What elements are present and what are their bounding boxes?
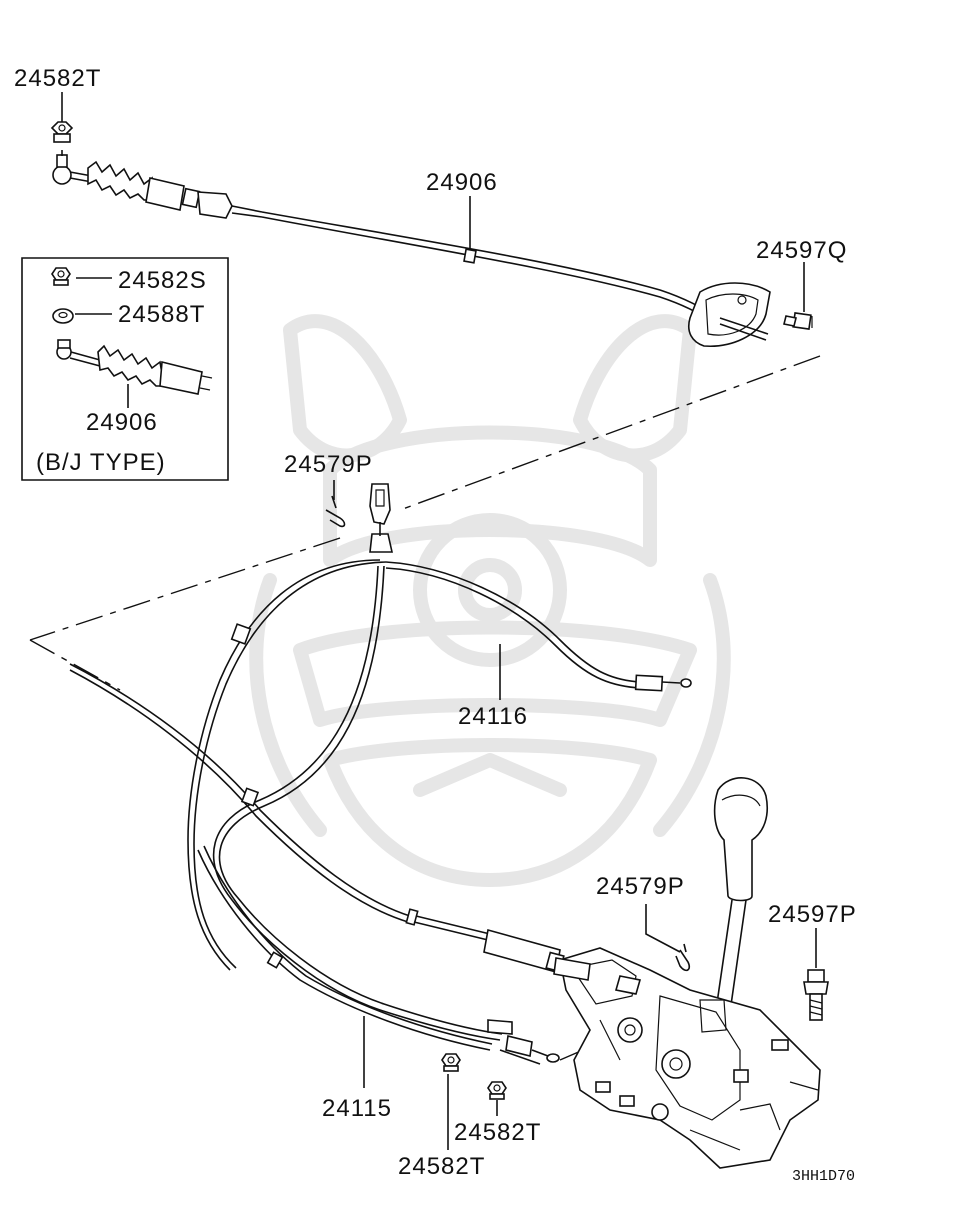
label-cable-top: 24906 <box>426 169 498 196</box>
label-clip-lower: 24579P <box>596 873 685 900</box>
leader-clip-lower <box>645 904 681 953</box>
nut-part-inset <box>51 267 71 286</box>
label-inset-caption: (B/J TYPE) <box>36 449 166 476</box>
label-nut-lower-right: 24582T <box>454 1119 541 1146</box>
label-bolt-lower: 24597P <box>768 901 857 928</box>
shift-cable-top-assembly <box>50 121 813 347</box>
clip-part-upper <box>325 495 346 528</box>
label-cable-mid: 24116 <box>458 703 528 730</box>
cable-end-bracket-top <box>688 282 771 347</box>
label-clip-upper: 24579P <box>284 451 373 478</box>
watermark-logo <box>249 314 731 887</box>
bellows-boot-top <box>87 160 153 201</box>
cable-end-fitting-upper <box>369 483 393 553</box>
bolt-part-right <box>783 312 813 330</box>
bolt-part-lower <box>803 969 829 1021</box>
label-inset-nut: 24582S <box>118 267 207 294</box>
label-nut-lower-left: 24582T <box>398 1153 485 1180</box>
nut-part-lower-right <box>487 1081 507 1100</box>
washer-part-inset <box>52 308 74 324</box>
shift-cable-mid <box>187 559 692 971</box>
inset-box-bj-type <box>21 257 229 481</box>
shifter-lever-assembly <box>553 777 821 1169</box>
label-bolt-right: 24597Q <box>756 237 847 264</box>
nut-part-lower-left <box>441 1053 461 1072</box>
nut-part-top <box>50 121 74 143</box>
label-nut-top: 24582T <box>14 65 101 92</box>
clip-part-lower <box>675 943 691 972</box>
label-inset-cable: 24906 <box>86 409 158 436</box>
label-cable-lower: 24115 <box>322 1095 392 1122</box>
label-inset-washer: 24588T <box>118 301 205 328</box>
label-diagram-code: 3HH1D70 <box>792 1168 855 1185</box>
cable-end-inset <box>56 339 213 395</box>
